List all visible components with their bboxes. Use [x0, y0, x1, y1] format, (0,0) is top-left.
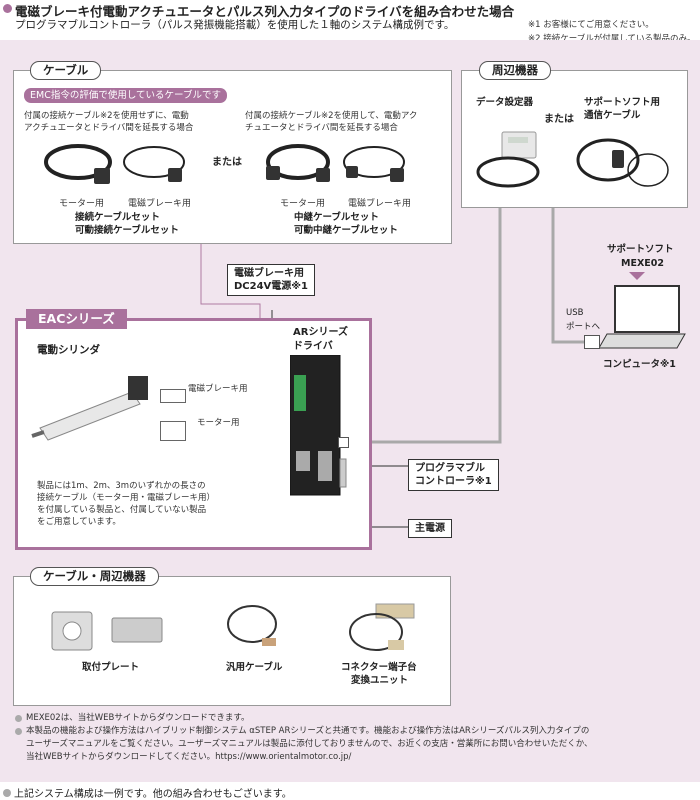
- motor-cable-label: モーター用: [197, 416, 240, 428]
- footnote-1: MEXE02は、当社WEBサイトからダウンロードできます。: [26, 712, 249, 724]
- footnote-bullet-2: [15, 728, 22, 735]
- connecting-cable-set-image: [40, 140, 200, 192]
- general-cable-label: 汎用ケーブル: [226, 661, 282, 674]
- ar-driver-image: [290, 355, 348, 497]
- computer-image: [597, 282, 689, 358]
- support-software-label: サポートソフト: [607, 243, 674, 256]
- right-title-2: 可動中継ケーブルセット: [294, 224, 398, 237]
- support-cable-label-2: 通信ケーブル: [584, 109, 640, 122]
- computer-label: コンピュータ※1: [603, 358, 676, 371]
- data-setter-image: [470, 126, 550, 196]
- eac-desc-1: 製品には1m、2m、3mのいずれかの長さの: [37, 480, 206, 492]
- relay-brake-cable-icon: [344, 147, 404, 182]
- mounting-plate-label: 取付プレート: [82, 661, 139, 674]
- terminal-unit-label-2: 変換ユニット: [351, 674, 408, 687]
- emc-badge: EMC指令の評価で使用しているケーブルです: [24, 88, 227, 103]
- motor-cable-icon: [46, 146, 110, 184]
- right-title-1: 中継ケーブルセット: [294, 211, 379, 224]
- plc-line1: プログラマブル: [415, 462, 492, 475]
- plc-line2: コントローラ※1: [415, 475, 492, 488]
- brake-cable-label: 電磁ブレーキ用: [188, 382, 248, 394]
- eac-desc-4: をご用意しています。: [37, 516, 121, 528]
- accessory-panel-tab: ケーブル・周辺機器: [30, 567, 159, 586]
- support-cable-label-1: サポートソフト用: [584, 96, 660, 109]
- left-title-2: 可動接続ケーブルセット: [75, 224, 179, 237]
- cylinder-label: 電動シリンダ: [37, 344, 100, 357]
- mounting-plate-image: [48, 604, 164, 656]
- bottom-bullet: [3, 789, 11, 797]
- driver-label-2: ドライバ: [293, 340, 333, 353]
- left-title-1: 接続ケーブルセット: [75, 211, 160, 224]
- driver-label-1: ARシリーズ: [293, 326, 348, 339]
- right-motor-label: モーター用: [280, 196, 325, 209]
- brake-connector: [160, 389, 186, 403]
- left-desc-2: アクチュエータとドライバ間を延長する場合: [24, 122, 193, 134]
- main-power-box: 主電源: [408, 519, 452, 538]
- bottom-note: 上記システム構成は一例です。他の組み合わせもございます。: [14, 785, 292, 800]
- data-setter-label: データ設定器: [476, 96, 533, 109]
- brake-power-box: 電磁ブレーキ用 DC24V電源※1: [227, 264, 315, 296]
- left-motor-label: モーター用: [59, 196, 104, 209]
- terminal-unit-label-1: コネクター端子台: [341, 661, 417, 674]
- peripheral-panel-tab: 周辺機器: [479, 61, 551, 80]
- plc-box: プログラマブル コントローラ※1: [408, 459, 499, 491]
- right-desc-1: 付属の接続ケーブル※2を使用して、電動アク: [245, 110, 417, 122]
- relay-cable-set-image: [262, 140, 422, 192]
- terminal-block-unit-image: [342, 598, 418, 660]
- footnote-2b: ユーザーズマニュアルをご覧ください。ユーザーズマニュアルは製品に添付しておりませ…: [26, 738, 593, 750]
- footnote-2a: 本製品の機能および操作方法はハイブリッド制御システム αSTEP ARシリーズと…: [26, 725, 589, 737]
- software-name: MEXE02: [621, 257, 664, 270]
- usb-label-2: ポートへ: [566, 320, 600, 332]
- usb-port-icon: [584, 335, 600, 349]
- electric-cylinder-image: [28, 370, 148, 450]
- peripheral-or-label: または: [544, 110, 574, 125]
- usb-label-1: USB: [566, 308, 583, 318]
- footnote-2c: 当社WEBサイトからダウンロードしてください。https://www.orien…: [26, 751, 351, 763]
- brake-cable-icon: [124, 147, 184, 182]
- eac-panel-tab: EACシリーズ: [26, 309, 127, 329]
- left-desc-1: 付属の接続ケーブル※2を使用せずに、電動: [24, 110, 189, 122]
- cable-or-label: または: [212, 153, 242, 168]
- general-cable-image: [222, 598, 288, 658]
- pc-port-icon: [338, 437, 349, 448]
- cable-panel-tab: ケーブル: [30, 61, 101, 80]
- relay-motor-cable-icon: [266, 146, 330, 182]
- eac-desc-2: 接続ケーブル（モーター用・電磁ブレーキ用）: [37, 492, 215, 504]
- communication-cable-image: [572, 132, 672, 198]
- brake-power-line1: 電磁ブレーキ用: [234, 267, 308, 280]
- download-arrow-icon: [629, 272, 645, 280]
- right-brake-label: 電磁ブレーキ用: [348, 196, 411, 209]
- footnote-bullet-1: [15, 715, 22, 722]
- right-desc-2: チュエータとドライバ間を延長する場合: [245, 122, 398, 134]
- brake-power-line2: DC24V電源※1: [234, 280, 308, 293]
- left-brake-label: 電磁ブレーキ用: [128, 196, 191, 209]
- eac-desc-3: を付属している製品と、付属していない製品: [37, 504, 206, 516]
- motor-connector: [160, 421, 186, 441]
